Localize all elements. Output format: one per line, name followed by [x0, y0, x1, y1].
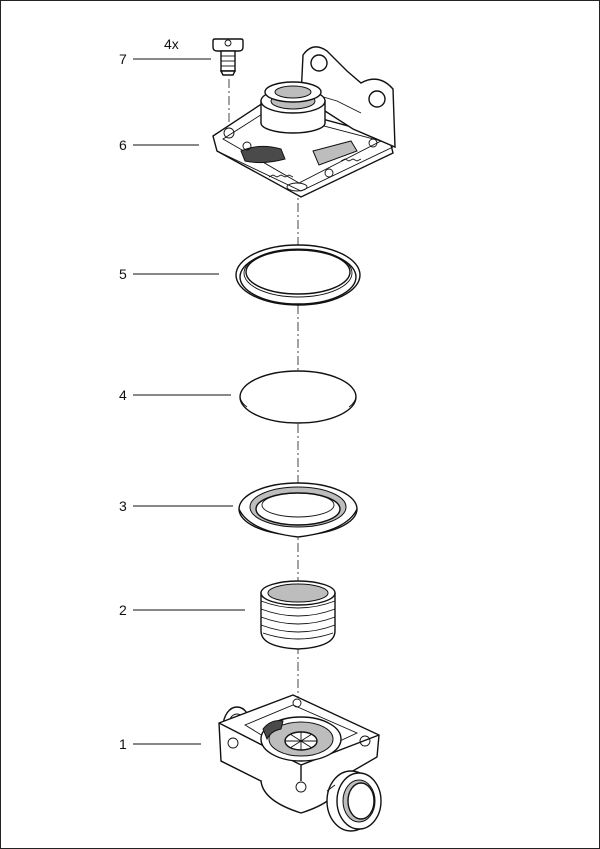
callout-number-1: 1	[119, 736, 127, 752]
callout-5: 5	[119, 266, 219, 282]
quantity-label: 4x	[164, 36, 179, 52]
callout-number-6: 6	[119, 137, 127, 153]
callout-2: 2	[119, 602, 245, 618]
callout-1: 1	[119, 736, 201, 752]
callout-6: 6	[119, 137, 199, 153]
part-2-threaded-insert	[260, 580, 336, 650]
callout-number-4: 4	[119, 387, 127, 403]
callout-number-2: 2	[119, 602, 127, 618]
callout-number-7: 7	[119, 51, 127, 67]
part-7-screw	[212, 38, 244, 76]
callout-number-3: 3	[119, 498, 127, 514]
part-1-valve-body	[218, 694, 382, 832]
part-4-diaphragm	[239, 370, 357, 424]
part-5-o-ring	[235, 244, 361, 306]
callout-number-5: 5	[119, 266, 127, 282]
callout-7: 7	[119, 51, 211, 67]
callout-3: 3	[119, 498, 233, 514]
callout-4: 4	[119, 387, 231, 403]
part-3-seat-ring	[238, 482, 358, 538]
part-6-cover	[212, 46, 396, 198]
